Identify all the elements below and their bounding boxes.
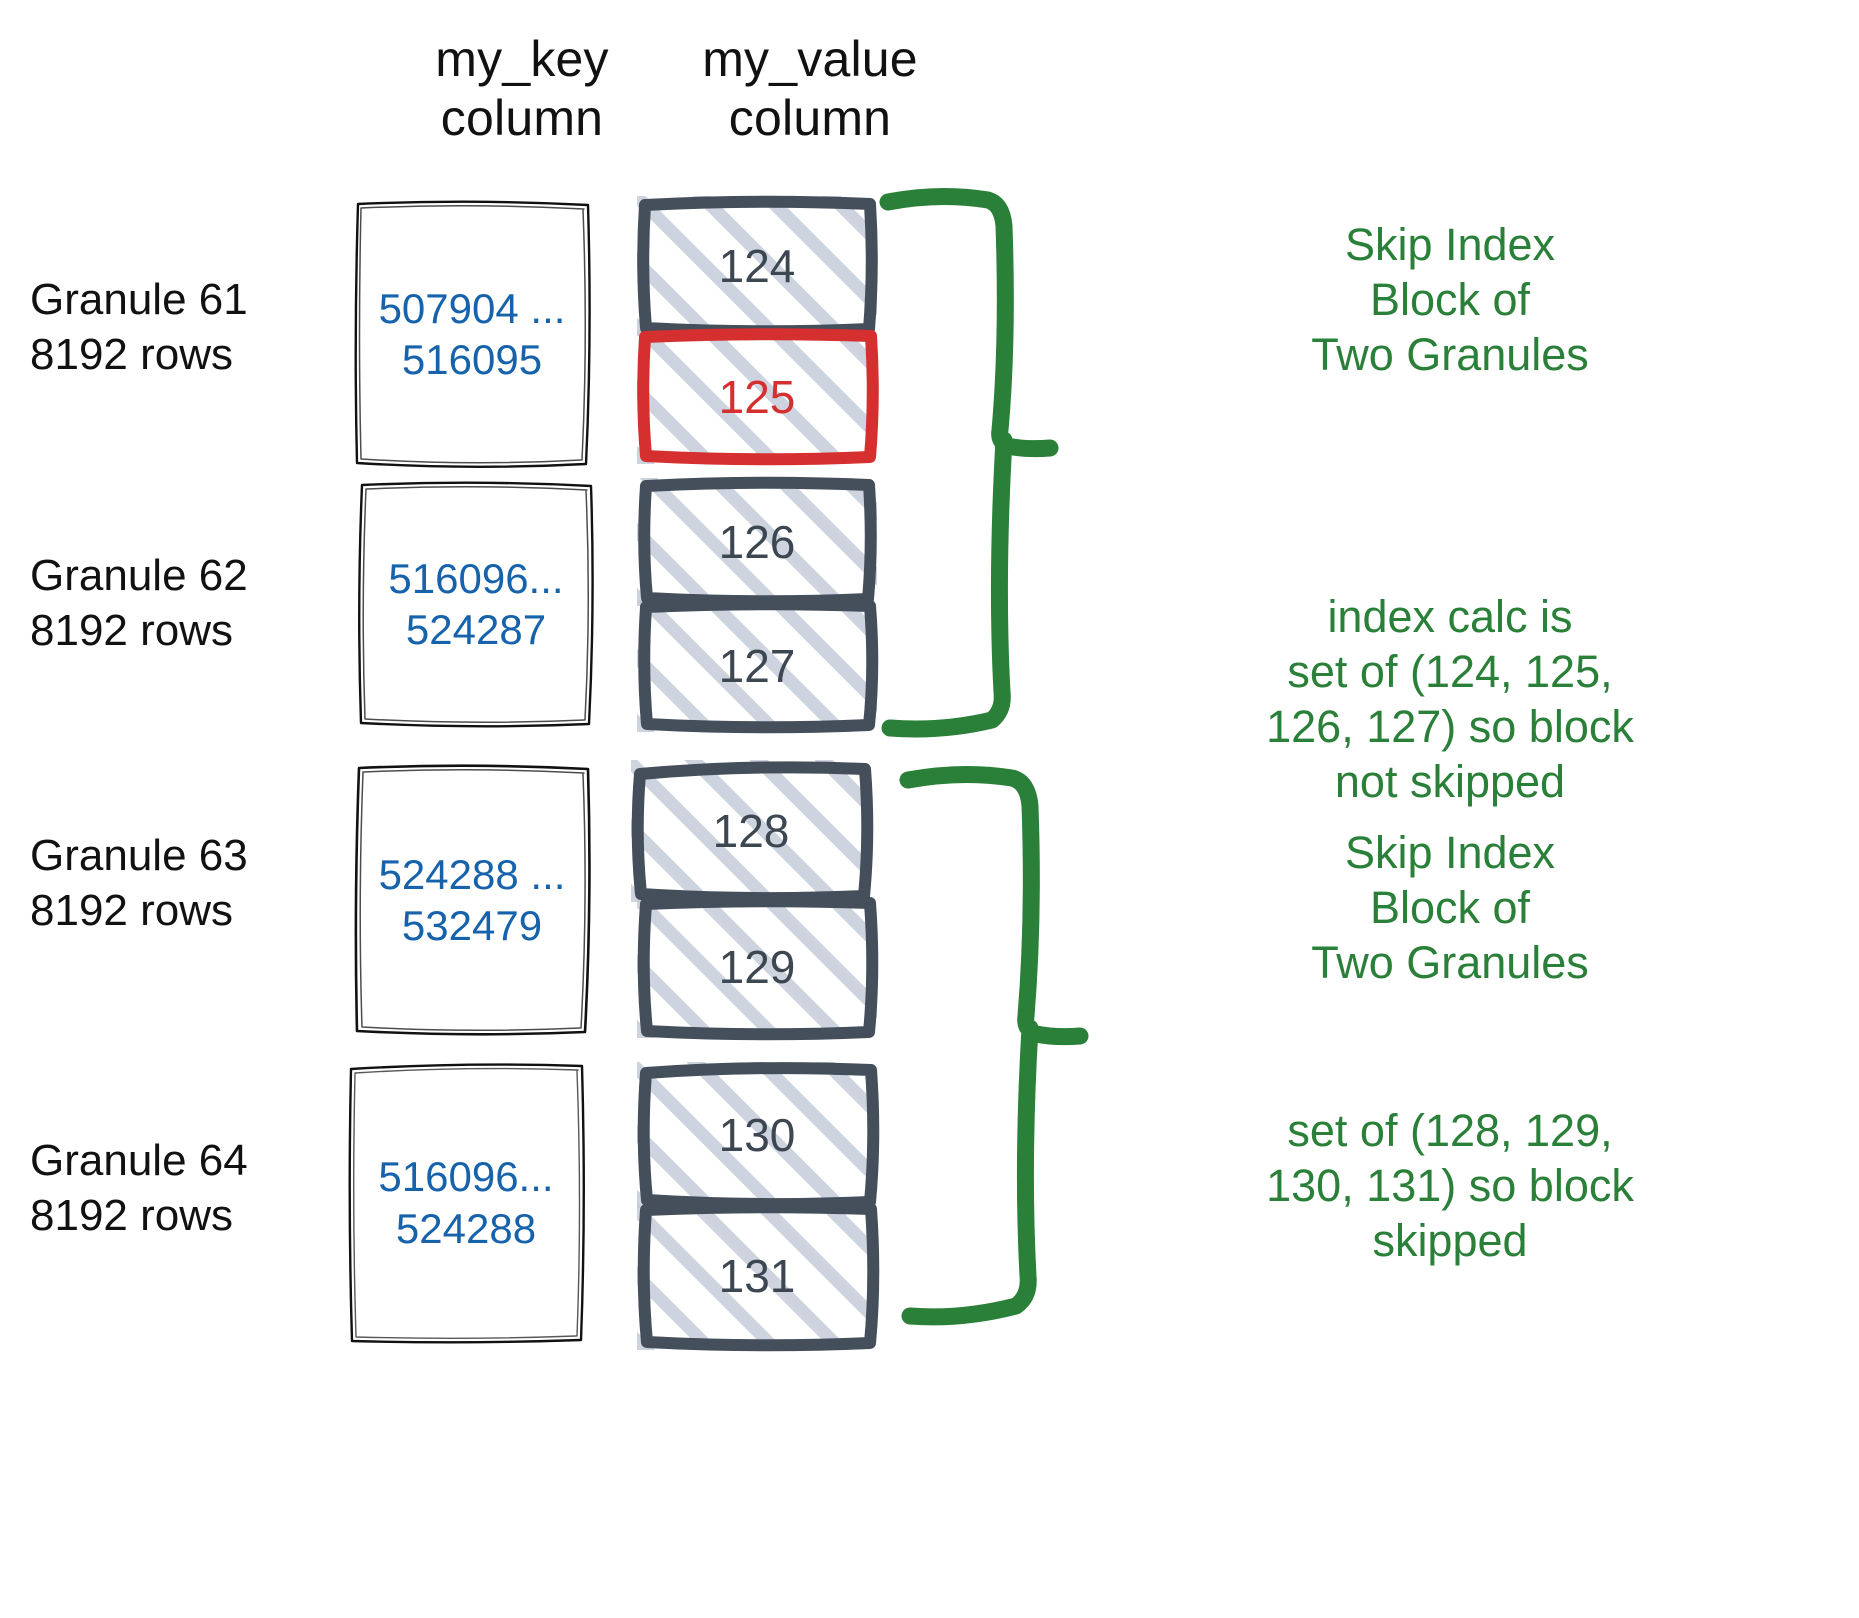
annotation-skip-index-block-1: Skip Index Block of Two Granules bbox=[1100, 218, 1800, 383]
value-box-126-text: 126 bbox=[718, 516, 796, 568]
value-box-128: 128 bbox=[631, 760, 874, 905]
value-box-128-text: 128 bbox=[712, 805, 790, 857]
value-box-129-text: 129 bbox=[718, 941, 796, 993]
annotation-2-line1: index calc is bbox=[1327, 591, 1573, 642]
key-box-granule-61: 507904 ... 516095 bbox=[352, 198, 592, 470]
value-box-124-frame bbox=[637, 195, 878, 338]
key-box-64-text: 516096... 524288 bbox=[372, 1151, 559, 1253]
value-box-126-frame bbox=[638, 476, 877, 608]
annotation-3-line2: Block of bbox=[1369, 881, 1531, 933]
key-box-63-frame bbox=[354, 764, 591, 1036]
granule-label-64-line1: Granule 64 bbox=[30, 1136, 248, 1185]
column-header-my-key-line1: my_key bbox=[435, 31, 609, 87]
value-box-124-hatch bbox=[637, 196, 877, 336]
value-box-125-frame bbox=[637, 328, 879, 466]
key-box-63-line2: 532479 bbox=[401, 902, 543, 949]
granule-label-62-line2: 8192 rows bbox=[30, 606, 234, 655]
annotation-skip-index-block-2: Skip Index Block of Two Granules bbox=[1100, 826, 1800, 991]
annotation-3-line1: Skip Index bbox=[1344, 827, 1556, 878]
key-box-61-text: 507904 ... 516095 bbox=[373, 283, 572, 385]
key-box-granule-64: 516096... 524288 bbox=[346, 1060, 586, 1345]
value-box-127-text: 127 bbox=[718, 640, 796, 692]
value-box-131-text: 131 bbox=[718, 1250, 796, 1302]
value-box-125-hatch bbox=[637, 330, 877, 464]
value-box-131-hatch bbox=[637, 1202, 877, 1350]
value-box-128-hatch bbox=[631, 760, 871, 902]
value-box-128-frame bbox=[631, 761, 874, 905]
annotation-4-line1: set of (128, 129, bbox=[1287, 1105, 1613, 1156]
key-box-62-frame bbox=[358, 481, 594, 728]
granule-label-61: Granule 61 8192 rows bbox=[30, 272, 360, 382]
granule-label-62-line1: Granule 62 bbox=[30, 551, 248, 600]
brace-block-2 bbox=[899, 765, 1089, 1326]
key-box-62-line1: 516096... bbox=[388, 554, 564, 602]
value-box-127-frame bbox=[638, 598, 879, 734]
granule-label-64-line2: 8192 rows bbox=[30, 1191, 234, 1240]
granule-label-61-line2: 8192 rows bbox=[30, 330, 234, 379]
granule-label-61-line1: Granule 61 bbox=[30, 275, 248, 324]
key-box-63-line1: 524288 ... bbox=[378, 850, 566, 898]
value-box-124-text: 124 bbox=[718, 240, 796, 292]
column-header-my-value-line1: my_value bbox=[702, 31, 918, 87]
column-header-my-value: my_value column bbox=[660, 30, 960, 148]
granule-label-63-line2: 8192 rows bbox=[30, 886, 234, 935]
key-box-61-frame bbox=[354, 200, 591, 468]
annotation-4-line2: 130, 131) so block bbox=[1266, 1159, 1634, 1211]
column-header-my-key: my_key column bbox=[372, 30, 672, 148]
key-box-61-line1: 507904 ... bbox=[378, 284, 566, 332]
column-header-my-key-line2: column bbox=[440, 90, 604, 146]
annotation-index-calc-block-1: index calc is set of (124, 125, 126, 127… bbox=[1100, 590, 1800, 810]
annotation-1-line1: Skip Index bbox=[1344, 219, 1556, 270]
annotation-2-line2: set of (124, 125, bbox=[1287, 645, 1613, 697]
annotation-1-line3: Two Granules bbox=[1311, 328, 1589, 380]
value-box-127: 127 bbox=[637, 598, 879, 734]
value-box-125: 125 bbox=[637, 328, 879, 466]
annotation-4-line3: skipped bbox=[1372, 1214, 1528, 1266]
granule-label-63-line1: Granule 63 bbox=[30, 831, 248, 880]
value-box-126-hatch bbox=[637, 478, 877, 606]
value-box-129-frame bbox=[637, 895, 879, 1041]
value-box-124: 124 bbox=[637, 195, 878, 338]
value-box-129: 129 bbox=[637, 895, 879, 1041]
key-box-granule-63: 524288 ... 532479 bbox=[352, 762, 592, 1038]
value-box-131: 131 bbox=[637, 1201, 880, 1352]
annotation-2-line3: 126, 127) so block bbox=[1266, 700, 1634, 752]
annotation-index-calc-block-2: set of (128, 129, 130, 131) so block ski… bbox=[1100, 1104, 1800, 1269]
key-box-granule-62: 516096... 524287 bbox=[356, 478, 596, 730]
key-box-64-line1: 516096... bbox=[378, 1153, 554, 1201]
granule-label-64: Granule 64 8192 rows bbox=[30, 1133, 360, 1243]
value-box-130-hatch bbox=[637, 1062, 877, 1208]
value-box-131-frame bbox=[637, 1201, 880, 1352]
value-box-125-text: 125 bbox=[718, 371, 796, 423]
key-box-61-line2: 516095 bbox=[401, 336, 543, 383]
key-box-62-line2: 524287 bbox=[405, 606, 547, 653]
key-box-62-text: 516096... 524287 bbox=[382, 553, 569, 655]
value-box-130-text: 130 bbox=[718, 1109, 796, 1161]
column-header-my-value-line2: column bbox=[728, 90, 892, 146]
annotation-3-line3: Two Granules bbox=[1311, 936, 1589, 988]
annotation-1-line2: Block of bbox=[1369, 273, 1531, 325]
value-box-129-hatch bbox=[637, 896, 877, 1038]
value-box-130-frame bbox=[637, 1062, 880, 1211]
key-box-64-line2: 524288 bbox=[395, 1204, 537, 1252]
value-box-127-hatch bbox=[637, 600, 877, 732]
granule-label-62: Granule 62 8192 rows bbox=[30, 548, 360, 658]
key-box-64-frame bbox=[348, 1063, 585, 1344]
granule-label-63: Granule 63 8192 rows bbox=[30, 828, 360, 938]
brace-block-1 bbox=[879, 187, 1059, 738]
annotation-2-line4: not skipped bbox=[1334, 755, 1566, 807]
key-box-63-text: 524288 ... 532479 bbox=[373, 849, 572, 951]
value-box-130: 130 bbox=[637, 1062, 880, 1211]
value-box-126: 126 bbox=[637, 476, 877, 608]
